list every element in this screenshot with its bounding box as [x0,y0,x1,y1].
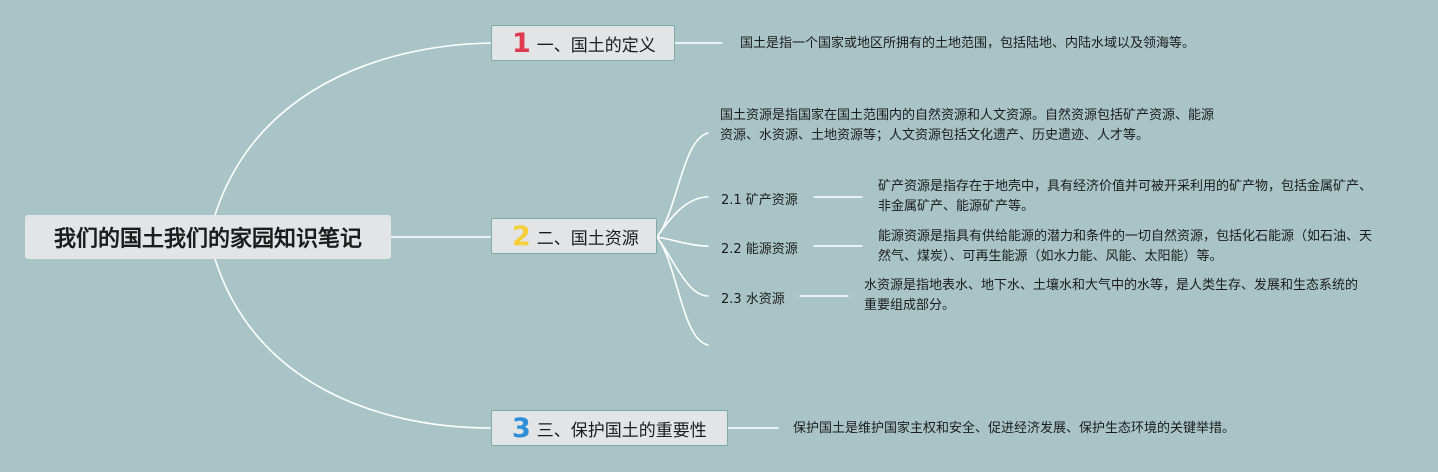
root-topic[interactable]: 我们的国土我们的家园知识笔记 [25,215,391,259]
sub-topic-energy-note: 能源资源是指具有供给能源的潜力和条件的一切自然资源，包括化石能源（如石油、天然气… [878,229,1373,264]
branch-1-note: 国土是指一个国家或地区所拥有的土地范围，包括陆地、内陆水域以及领海等。 [740,36,1196,51]
branch-1-topic[interactable]: 1 一、国土的定义 [491,25,675,61]
sub-topic-water-note: 水资源是指地表水、地下水、土壤水和大气中的水等，是人类生存、发展和生态系统的重要… [864,278,1359,313]
root-topic-label: 我们的国土我们的家园知识笔记 [53,227,362,252]
branch-2-label: 二、国土资源 [536,228,639,249]
sub-topic-water[interactable]: 2.3 水资源 [721,292,785,307]
branch-3-label: 三、保护国土的重要性 [536,420,707,441]
sub-topic-energy[interactable]: 2.2 能源资源 [721,242,798,257]
edge-branch-2-sub-2 [656,236,709,247]
edge-root-branch-1 [214,42,492,216]
edge-branch-2-note [656,132,709,238]
branch-3-topic[interactable]: 3 三、保护国土的重要性 [491,410,728,446]
branch-2-topic[interactable]: 2 二、国土资源 [491,218,657,254]
branch-2-note: 国土资源是指国家在国土范围内的自然资源和人文资源。自然资源包括矿产资源、能源资源… [720,108,1215,143]
edge-branch-2-sub-1 [656,196,709,238]
branch-3-note: 保护国土是维护国家主权和安全、促进经济发展、保护生态环境的关键举措。 [793,421,1236,436]
number-2-icon: 2 [512,220,531,252]
sub-topic-mineral[interactable]: 2.1 矿产资源 [721,193,798,208]
number-1-icon: 1 [512,27,531,59]
branch-1-label: 一、国土的定义 [536,35,656,56]
number-3-icon: 3 [512,412,531,444]
edge-branch-2-end [656,236,709,346]
edge-root-branch-3 [214,258,492,429]
sub-topic-mineral-note: 矿产资源是指存在于地壳中，具有经济价值并可被开采利用的矿产物，包括金属矿产、非金… [878,179,1373,214]
